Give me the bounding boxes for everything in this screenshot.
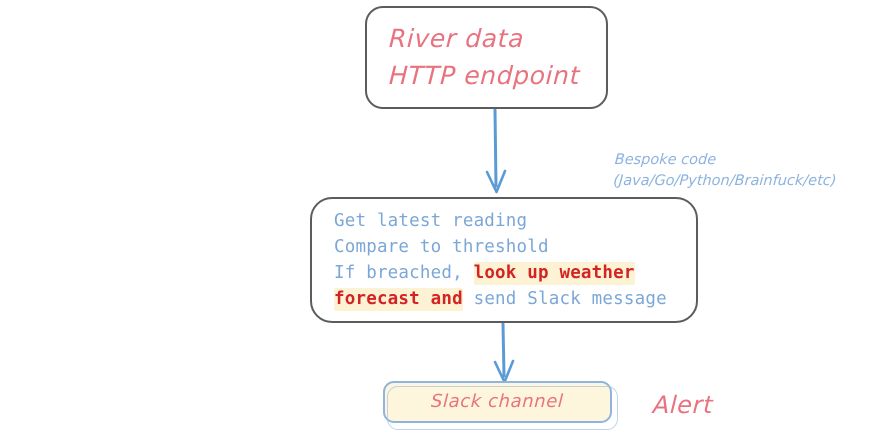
annotation-line-2: (Java/Go/Python/Brainfuck/etc) (612, 173, 837, 190)
code-line-4: forecast and send Slack message (334, 286, 696, 312)
edge-code-to-slack (493, 322, 515, 384)
code-line-3: If breached, look up weather (334, 260, 696, 286)
edge-source-to-code (485, 108, 507, 194)
code-line-4-plain: send Slack message (462, 289, 667, 309)
annotation-bespoke-code: Bespoke code (Java/Go/Python/Brainfuck/e… (613, 150, 839, 192)
node-slack-label: Slack channel (430, 390, 565, 412)
annotation-line-1: Bespoke code (614, 152, 717, 168)
node-river-data-endpoint[interactable]: River data HTTP endpoint (365, 6, 608, 109)
node-bespoke-code[interactable]: Get latest reading Compare to threshold … (310, 197, 698, 323)
node-source-line-1: River data (388, 24, 525, 54)
node-source-line-2: HTTP endpoint (388, 60, 581, 90)
code-line-2: Compare to threshold (334, 237, 549, 257)
code-line-4-highlight: forecast and (334, 288, 463, 311)
label-alert: Alert (652, 391, 714, 419)
code-line-1: Get latest reading (334, 211, 528, 231)
node-slack-channel[interactable]: Slack channel (383, 381, 618, 430)
code-line-3-plain: If breached, (334, 263, 474, 283)
code-line-3-highlight: look up weather (473, 262, 635, 285)
